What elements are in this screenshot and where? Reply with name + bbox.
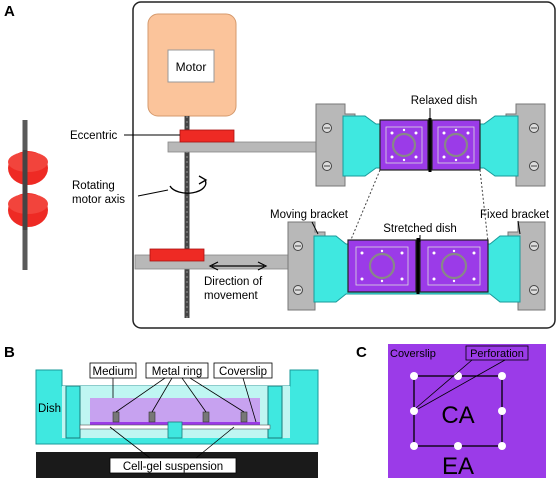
rotation-arrow-icon [169,175,208,194]
lower-eccentric [149,248,205,262]
screw-icon [322,161,332,171]
screw-icon [529,285,539,295]
perforations [410,372,506,450]
perforation-leader [417,359,506,410]
perforation-dot [498,407,506,415]
perforation-dot [410,372,418,380]
direction-label-1: Direction of [204,276,263,288]
screw-icon [322,123,332,133]
motor-label: Motor [176,60,207,74]
metal-ring-icon [112,411,120,423]
metal-ring-icon [240,411,248,423]
perforation-leader [415,359,473,409]
rotating-axis-label-1: Rotating [72,180,115,192]
metal-ring-icon [148,411,156,423]
dish-label: Dish [38,403,61,415]
screw-icon [293,285,303,295]
perforation-dot [454,372,462,380]
stretch-guide-right [479,169,489,243]
screw-icon [529,161,539,171]
eccentric-label: Eccentric [70,130,118,142]
upper-rod [167,141,317,153]
rotating-axis-label-2: motor axis [72,194,125,206]
dish-wall-right [267,385,283,439]
rotating-axis-leader [137,189,169,197]
stretch-guide-left [349,169,381,243]
panel-b-letter: B [4,344,15,361]
fixed-bracket-label: Fixed bracket [480,209,550,221]
ca-label: CA [441,402,474,429]
stretched-dish-label: Stretched dish [383,223,457,235]
metal-ring-label-box [145,362,209,379]
stretched-chamber-right [419,239,489,293]
perforation-dot [410,407,418,415]
direction-label-2: movement [204,290,258,302]
perforation-dot [410,442,418,450]
cell-gel-label-box [109,457,237,474]
panel-a: A Motor Eccentric Rotating motor a [4,1,556,329]
perforation-dot [498,442,506,450]
panel-c-letter: C [356,344,367,361]
moving-bracket-label: Moving bracket [270,209,349,221]
panel-c: C Coverslip Perforation CA EA [356,344,546,480]
cell-gel-label: Cell-gel suspension [123,461,223,473]
upper-eccentric [179,129,235,143]
panel-b: B Dish Medium Metal ring Cov [4,344,319,478]
metal-ring-icon [443,132,469,158]
relaxed-dish-assembly [315,103,546,187]
screw-icon [293,241,303,251]
metal-ring-icon [440,252,468,280]
screw-icon [529,123,539,133]
screw-icon [529,241,539,251]
relaxed-dish-label: Relaxed dish [411,95,477,107]
panel-a-letter: A [4,3,15,20]
perforation-dot [454,442,462,450]
stretched-chamber-left [347,239,417,293]
coverslip-label: Coverslip [219,366,267,378]
medium-label: Medium [93,366,134,378]
metal-ring-icon [202,411,210,423]
perforation-label: Perforation [470,348,524,360]
metal-ring-icon [368,252,396,280]
eccentric-illustration [8,120,48,270]
relaxed-chamber-right [431,119,481,171]
motor-label-box [167,49,215,83]
metal-ring-label: Metal ring [152,366,203,378]
coverslip-c-label: Coverslip [390,348,436,360]
ea-label: EA [442,453,474,480]
perforation-dot [498,372,506,380]
relaxed-chamber-left [379,119,429,171]
stretched-dish-assembly [287,221,546,311]
perforation-label-box [465,345,529,361]
dish-wall-left [65,385,81,439]
metal-ring-icon [391,132,417,158]
direction-arrow-icon [208,261,268,271]
